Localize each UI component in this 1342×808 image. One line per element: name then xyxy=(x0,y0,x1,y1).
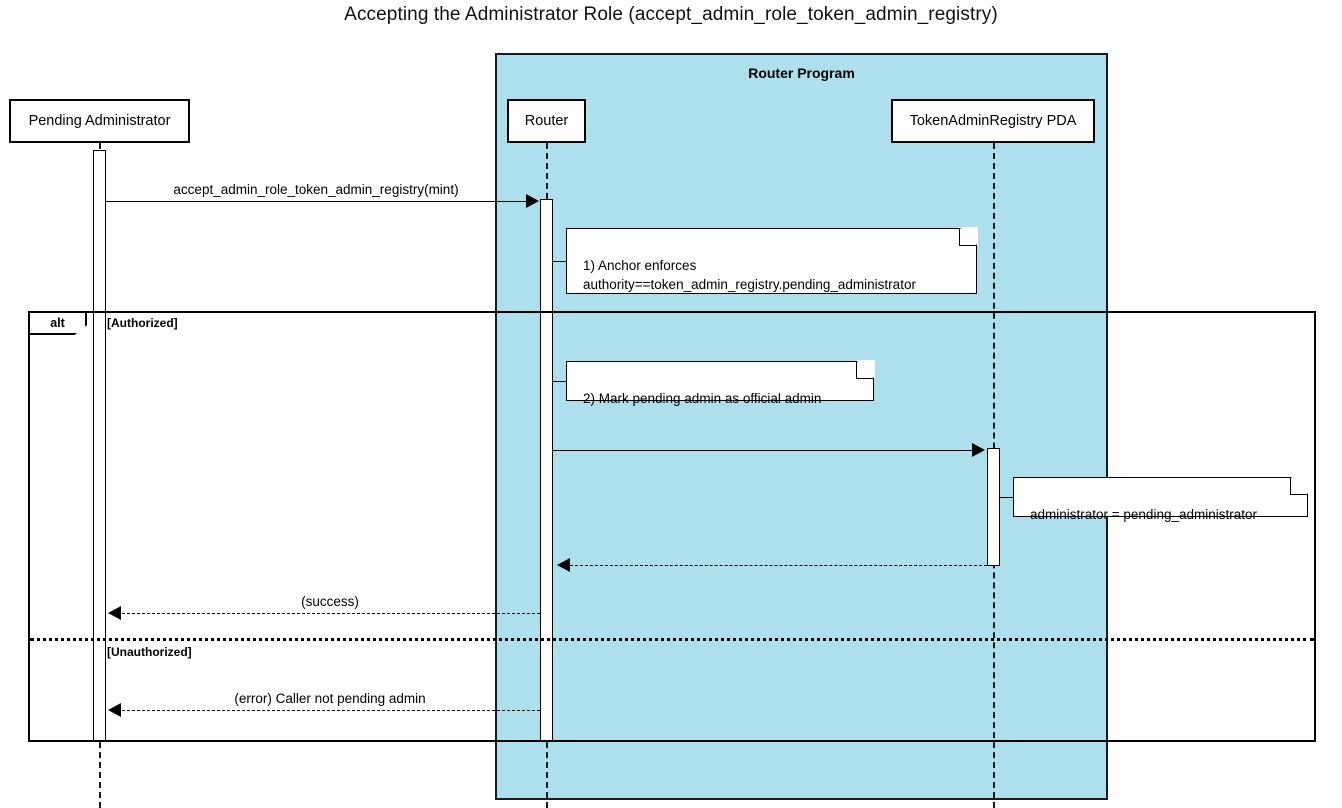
message-line-error-return xyxy=(122,710,540,711)
message-arrowhead-registry-return xyxy=(557,558,570,572)
participant-router[interactable]: Router xyxy=(507,99,586,143)
alt-fragment-divider xyxy=(30,638,1314,641)
note-mark-admin: 2) Mark pending admin as official admin xyxy=(566,360,875,406)
message-arrowhead-registry-update xyxy=(972,443,985,457)
message-arrowhead-accept-call xyxy=(526,194,539,208)
note-anchor-enforces: 1) Anchor enforces authority==token_admi… xyxy=(566,227,978,294)
activation-pending-administrator xyxy=(93,150,106,742)
note-connector-anchor-enforces xyxy=(553,261,567,262)
group-box-router-program xyxy=(495,53,1108,800)
alt-fragment-guard-unauthorized: [Unauthorized] xyxy=(107,645,192,659)
page-title: Accepting the Administrator Role (accept… xyxy=(344,4,998,25)
note-administrator-assign: administrator = pending_administrator xyxy=(1013,476,1309,522)
message-label-error-return: (error) Caller not pending admin xyxy=(234,691,426,706)
note-connector-administrator-assign xyxy=(1000,497,1014,498)
participant-token-admin-registry-pda[interactable]: TokenAdminRegistry PDA xyxy=(891,99,1095,143)
note-connector-mark-admin xyxy=(553,381,567,382)
message-line-registry-return xyxy=(570,565,987,566)
participant-label-pending-administrator: Pending Administrator xyxy=(28,113,171,129)
participant-label-router: Router xyxy=(524,113,569,129)
message-arrowhead-success-return xyxy=(108,606,121,620)
group-label-router-program: Router Program xyxy=(748,65,855,81)
note-text-administrator-assign: administrator = pending_administrator xyxy=(1030,506,1257,522)
note-text-anchor-enforces: 1) Anchor enforces authority==token_admi… xyxy=(583,257,916,293)
message-label-accept-call: accept_admin_role_token_admin_registry(m… xyxy=(173,182,459,197)
alt-fragment-type-label: alt xyxy=(50,316,65,330)
activation-token-admin-registry-pda xyxy=(987,448,1000,566)
message-arrowhead-error-return xyxy=(108,703,121,717)
alt-fragment-guard-authorized: [Authorized] xyxy=(107,316,178,330)
message-line-accept-call xyxy=(106,201,528,202)
message-label-success-return: (success) xyxy=(301,594,359,609)
participant-label-token-admin-registry-pda: TokenAdminRegistry PDA xyxy=(909,113,1077,129)
message-line-registry-update xyxy=(553,450,973,451)
note-text-mark-admin: 2) Mark pending admin as official admin xyxy=(583,390,822,406)
participant-pending-administrator[interactable]: Pending Administrator xyxy=(9,99,190,143)
message-line-success-return xyxy=(122,613,540,614)
alt-fragment-tab: alt xyxy=(30,313,87,335)
activation-router xyxy=(540,199,553,742)
